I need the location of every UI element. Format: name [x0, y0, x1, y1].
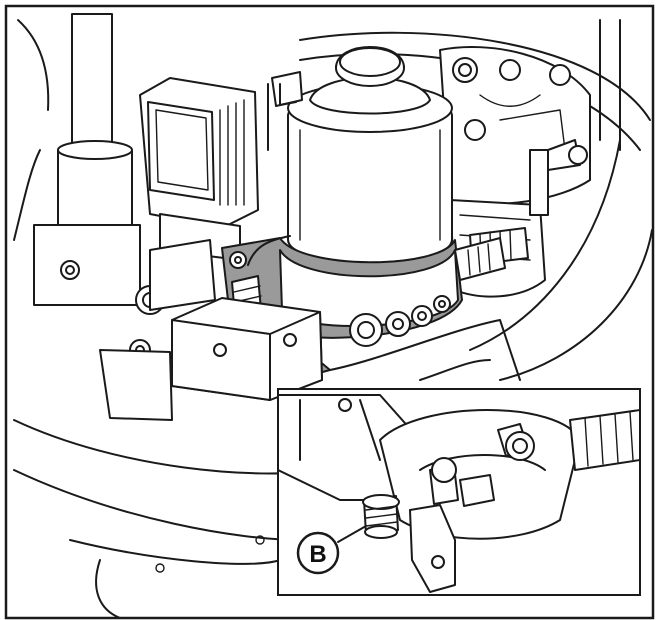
lift-cylinder [33, 13, 141, 306]
valve-block [129, 285, 323, 401]
detail-inset [277, 388, 641, 596]
callout-b-label: B [309, 541, 326, 568]
filter-canister [267, 46, 453, 264]
mounting-plate [99, 239, 521, 421]
callout-b: B [296, 525, 367, 575]
